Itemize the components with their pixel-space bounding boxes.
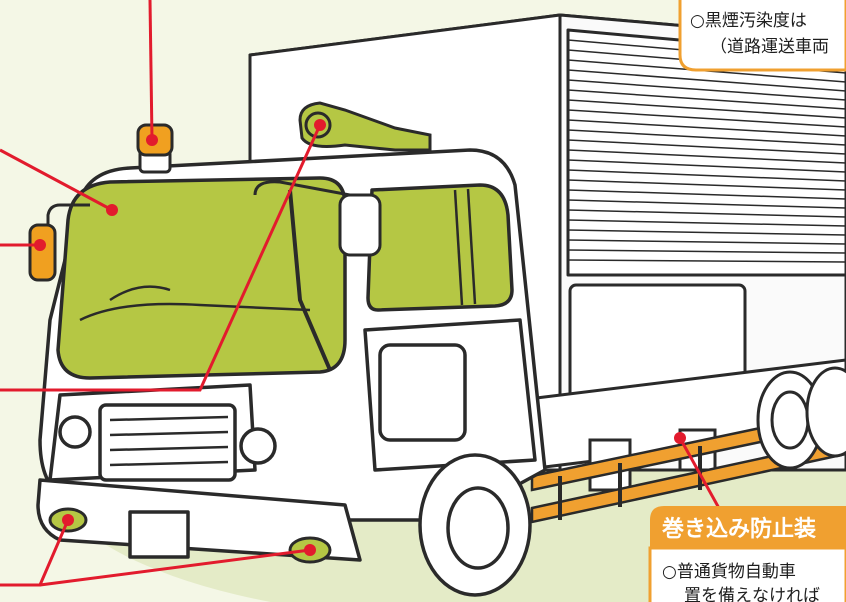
windshield (58, 178, 345, 378)
right-headlight (241, 429, 275, 463)
bottom-right-note-line1: ○普通貨物自動車 (662, 562, 796, 582)
top-right-note-line1: ○黒煙汚染度は (690, 11, 807, 31)
side-window (368, 185, 512, 310)
bottom-right-banner-text: 巻き込み防止装 (662, 516, 816, 542)
top-right-note: ○黒煙汚染度は （道路運送車両 (680, 0, 846, 70)
top-right-note-line2: （道路運送車両 (710, 37, 829, 57)
license-plate (130, 512, 188, 557)
left-headlight (60, 417, 90, 447)
rear-wheels (758, 368, 846, 468)
bottom-right-note: 巻き込み防止装 ○普通貨物自動車 置を備えなければ (650, 506, 846, 602)
amber-beacon (138, 125, 172, 172)
bottom-right-note-line2: 置を備えなければ (684, 586, 820, 602)
